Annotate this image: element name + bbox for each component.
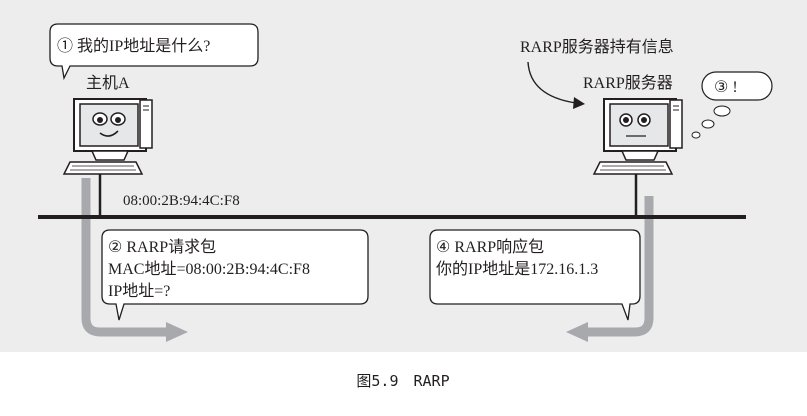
request-title: ② RARP请求包 xyxy=(108,238,216,256)
host-a-computer-icon xyxy=(62,98,153,175)
request-mac-line: MAC地址=08:00:2B:94:4C:F8 xyxy=(108,260,310,278)
host-a-question-bubble: ① 我的IP地址是什么? xyxy=(49,23,259,81)
server-info-curved-arrow xyxy=(527,61,585,109)
request-flow-arrow xyxy=(81,178,188,342)
rarp-request-box: ② RARP请求包 MAC地址=08:00:2B:94:4C:F8 IP地址=? xyxy=(101,229,369,321)
server-info-text: RARP服务器持有信息 xyxy=(520,38,674,56)
response-flow-arrow xyxy=(566,196,654,342)
host-a-question-text: ① 我的IP地址是什么? xyxy=(57,37,210,55)
host-a-mac-address: 08:00:2B:94:4C:F8 xyxy=(123,193,240,209)
server-thought-bubble: ③ ! xyxy=(691,71,773,139)
host-a-label: 主机A xyxy=(86,74,130,92)
response-ip-line: 你的IP地址是172.16.1.3 xyxy=(436,260,598,278)
figure-caption: 图5.9 RARP xyxy=(356,372,449,390)
server-label: RARP服务器 xyxy=(583,74,673,92)
server-thought-text: ③ ! xyxy=(714,79,738,96)
server-computer-icon xyxy=(592,98,683,175)
rarp-response-box: ④ RARP响应包 你的IP地址是172.16.1.3 xyxy=(429,229,641,321)
request-ip-line: IP地址=? xyxy=(108,282,170,300)
response-title: ④ RARP响应包 xyxy=(436,237,544,256)
